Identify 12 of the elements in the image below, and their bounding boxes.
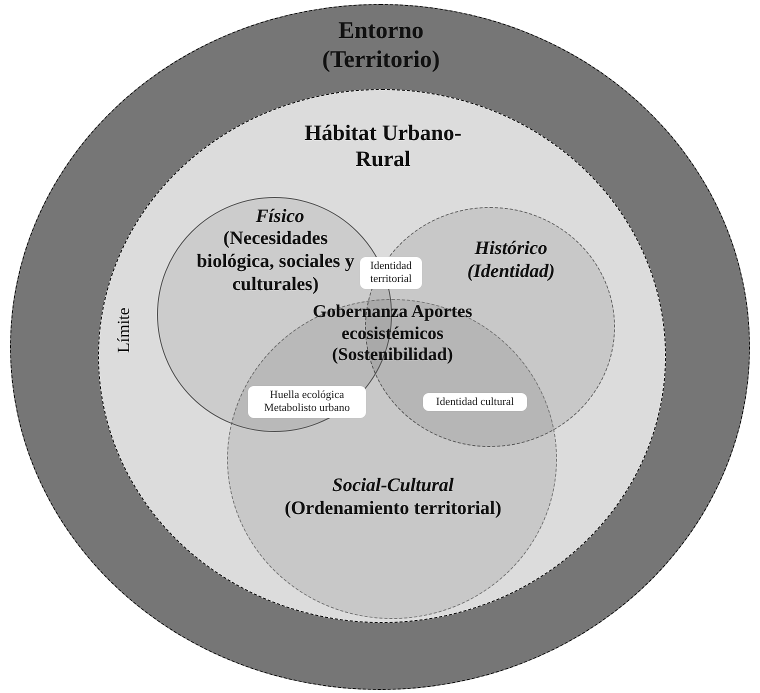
- circle-title: Histórico: [474, 238, 548, 261]
- circle-subtitle: (Ordenamiento territorial): [284, 498, 502, 521]
- circle-title: Físico: [254, 206, 306, 229]
- circle-title: Social-Cultural: [331, 475, 455, 498]
- circle-title: Entorno (Territorio): [321, 17, 441, 75]
- circle-title: Hábitat Urbano-Rural: [303, 120, 463, 173]
- circle-subtitle: (Necesidades biológica, sociales y culturales): [196, 228, 356, 296]
- boundary-label: Límite: [114, 306, 134, 355]
- tag-label: Identidad territorial: [360, 257, 422, 289]
- circle-subtitle: (Identidad): [466, 261, 556, 284]
- tag-label: Identidad cultural: [423, 393, 527, 411]
- tag-label: Huella ecológica Metabolisto urbano: [248, 386, 366, 418]
